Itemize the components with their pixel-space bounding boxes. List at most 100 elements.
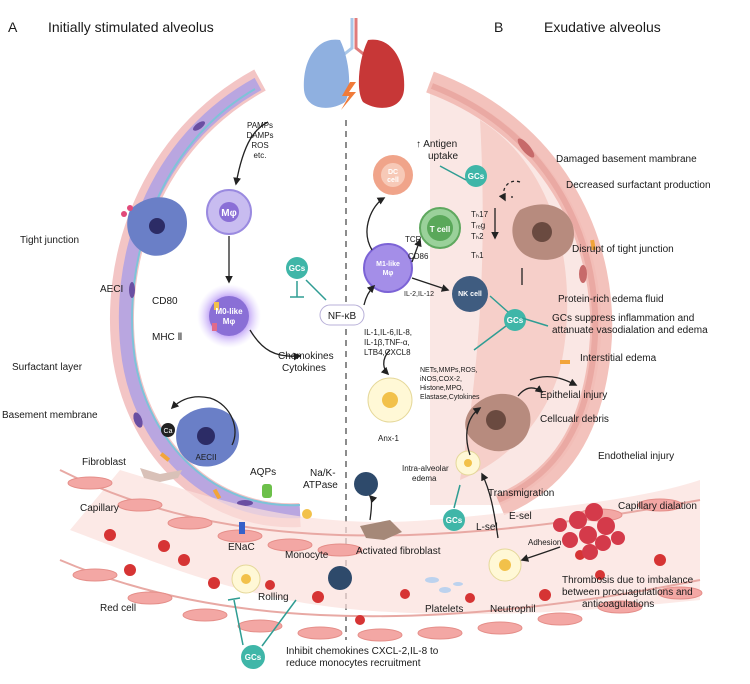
label-damps: DAMPs: [246, 131, 273, 140]
panel-a-letter: A: [8, 19, 18, 35]
label-nfkb: NF-κB: [328, 311, 357, 322]
label-intra-1: Intra-alveolar: [402, 464, 449, 473]
label-epithelial-injury: Epithelial injury: [540, 390, 607, 401]
label-gcs-suppress-2: attanuate vasodialation and edema: [552, 325, 708, 336]
panel-b-title: Exudative alveolus: [544, 19, 661, 35]
label-m1-2: Mφ: [383, 270, 394, 277]
label-th1: Tₕ1: [471, 251, 484, 260]
label-etc: etc.: [254, 151, 267, 160]
nak-atpase: [302, 509, 312, 519]
label-mphi: Mφ: [221, 208, 236, 219]
label-intra-2: edema: [412, 474, 437, 483]
neutrophil-nets: [367, 377, 413, 423]
fibroblast-cell: [140, 468, 182, 482]
red-cells: [104, 529, 666, 625]
label-basement-membrane: Basement membrane: [2, 410, 98, 421]
label-red-cell: Red cell: [100, 603, 136, 614]
label-protein-edema: Protein-rich edema fluid: [558, 294, 664, 305]
label-th2: Tₕ2: [471, 232, 484, 241]
enac-channel: [239, 522, 245, 534]
label-nets-4: Elastase,Cytokines: [420, 394, 480, 401]
label-treg: Tᵣₑg: [471, 221, 485, 230]
macrophage-cell: [206, 189, 252, 235]
debris-cell: [465, 393, 531, 452]
lungs-icon: [303, 18, 405, 108]
label-activated-fibroblast: Activated fibroblast: [356, 546, 441, 557]
label-interstitial-edema: Interstitial edema: [580, 353, 657, 364]
label-endothelial-injury: Endothelial injury: [598, 451, 674, 462]
label-tcr: TCR: [405, 235, 422, 244]
label-inhibit-2: reduce monocytes recruitment: [286, 658, 421, 669]
label-dc-1: DC: [388, 169, 398, 176]
transmigrating-neutrophil: [455, 450, 481, 476]
label-decreased-surf: Decreased surfactant production: [566, 180, 711, 191]
label-lsel: L-sel: [476, 522, 498, 533]
label-cytokine-list-1: IL-1,IL-6,IL-8,: [364, 328, 412, 337]
label-anx1: Anx-1: [378, 434, 399, 443]
label-m1-1: M1-like: [376, 261, 400, 268]
label-disrupt-tj: Disrupt of tight junction: [572, 244, 674, 255]
gcs-badge-top: [465, 165, 487, 187]
label-mhc2: MHC Ⅱ: [152, 332, 182, 343]
arrows: [170, 121, 578, 562]
gcs-badge-bottom: [241, 645, 265, 669]
label-na-k-1: Na/K-: [310, 468, 336, 479]
dc-cell: [373, 155, 413, 195]
nk-cell: [452, 276, 488, 312]
label-gcs-top: GCs: [468, 172, 485, 181]
label-cd86: CD86: [408, 252, 429, 261]
label-gcs-suppress-1: GCs suppress inflammation and: [552, 313, 694, 324]
label-gcs-bottom: GCs: [245, 653, 262, 662]
label-transmigration: Transmigration: [488, 488, 554, 499]
label-nk: NK cell: [458, 291, 482, 298]
label-dc-2: cell: [387, 177, 399, 184]
label-m0like-2: Mφ: [223, 317, 236, 326]
label-esel: E-sel: [509, 511, 532, 522]
aecii-damaged-right: [512, 204, 574, 260]
monocyte-cells: [328, 472, 378, 590]
aecii-lower: [161, 407, 240, 467]
label-tcell: T cell: [430, 225, 450, 234]
label-thrombosis-3: anticoagulations: [582, 599, 654, 610]
thrombosis-clot: [553, 503, 625, 560]
nfkb-box: [319, 304, 365, 326]
label-aeci: AECI: [100, 284, 123, 295]
adhering-neutrophil: [488, 548, 522, 582]
aqp-channel: [262, 484, 272, 498]
label-platelets: Platelets: [425, 604, 463, 615]
label-ca: Ca: [164, 428, 173, 435]
activated-fibroblast-cell: [360, 520, 402, 540]
label-nets-2: iNOS,COX-2,: [420, 376, 462, 383]
label-adhesion: Adhesion: [528, 538, 561, 547]
label-antigen-uptake: ↑ Antigen: [416, 139, 457, 150]
panel-b-letter: B: [494, 19, 503, 35]
label-il2: IL-2,IL-12: [404, 291, 434, 298]
label-m0like-1: M0-like: [215, 307, 243, 316]
label-cytokines: Cytokines: [282, 363, 326, 374]
label-aecii: AECII: [196, 453, 217, 462]
label-th17: Tₕ17: [471, 210, 489, 219]
platelets: [425, 577, 463, 593]
gcs-badge-left: [286, 257, 308, 279]
label-damaged-bm: Damaged basement mambrane: [556, 154, 697, 165]
label-pamps: PAMPs: [247, 121, 273, 130]
inhibit-lines: [227, 165, 549, 647]
label-gcs-left: GCs: [289, 264, 306, 273]
lightning-icon: [341, 82, 356, 110]
label-aqps: AQPs: [250, 467, 276, 478]
label-cellular-debris: Cellcualr debris: [540, 414, 609, 425]
label-nets-3: Histone,MPO,: [420, 385, 464, 392]
label-rolling: Rolling: [258, 592, 289, 603]
panel-a-title: Initially stimulated alveolus: [48, 19, 214, 35]
aecii-upper: [121, 197, 188, 256]
gcs-badge-mid: [504, 309, 526, 331]
rolling-neutrophil: [231, 564, 261, 594]
label-cd80: CD80: [152, 296, 178, 307]
label-neutrophil: Neutrophil: [490, 604, 536, 615]
label-enac: ENaC: [228, 542, 255, 553]
label-gcs-mid: GCs: [507, 316, 524, 325]
gcs-badge-low: [443, 509, 465, 531]
m0-like-macrophage: [197, 284, 261, 348]
label-nets-1: NETs,MMPs,ROS,: [420, 367, 478, 374]
label-inhibit-1: Inhibit chemokines CXCL-2,IL-8 to: [286, 646, 439, 657]
